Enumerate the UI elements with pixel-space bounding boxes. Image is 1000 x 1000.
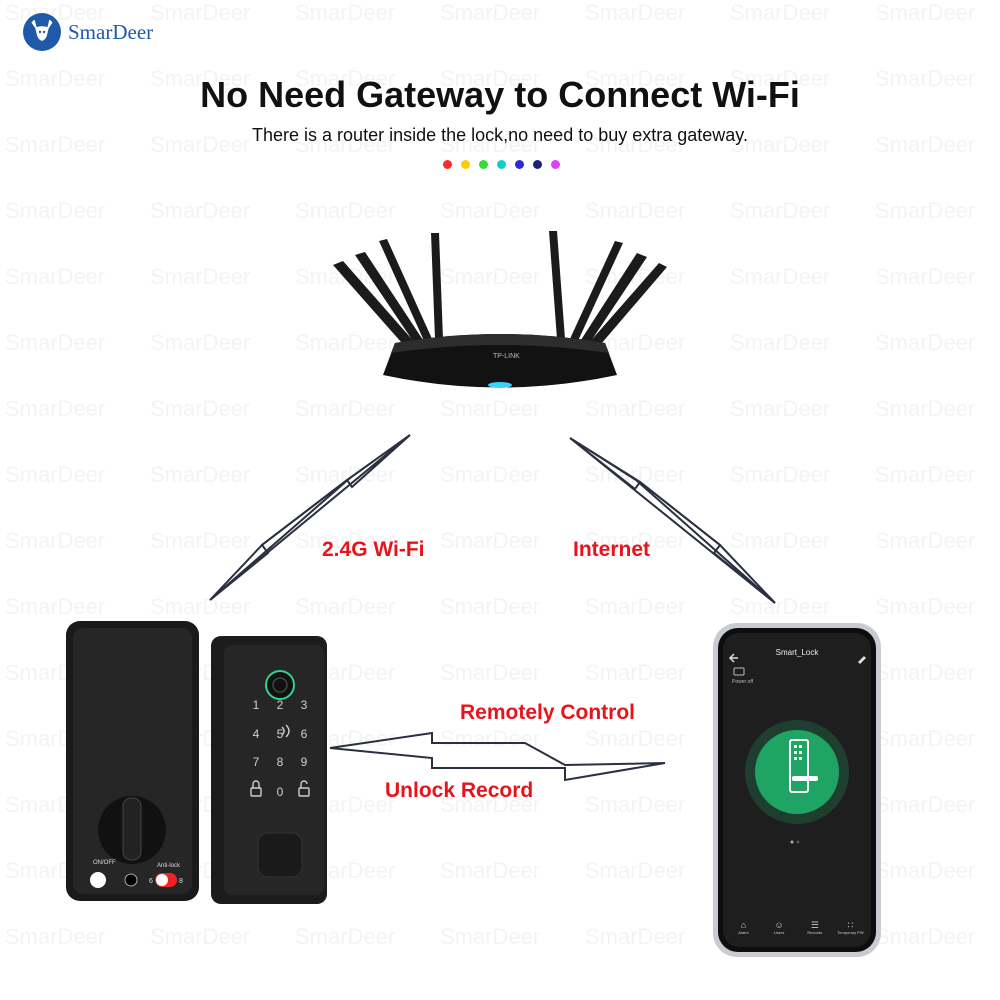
switch-right-label: 8 [179, 878, 183, 885]
bottom-nav-item[interactable]: ☰Records [797, 920, 832, 935]
smartphone: Smart_Lock Power off ⌂Alarm☺Users☰Record… [712, 622, 882, 958]
lock-keypad-unit: 1 2 3 4 5 6 7 8 9 0 [211, 636, 327, 904]
bottom-nav-label: Users [773, 930, 785, 935]
key-7: 7 [253, 755, 260, 769]
records-icon: ☰ [810, 920, 819, 930]
key-9: 9 [301, 755, 308, 769]
antilock-label: Anti-lock [157, 863, 181, 869]
unlock-record-label: Unlock Record [385, 779, 534, 802]
router-led-icon [488, 382, 512, 388]
bottom-nav: ⌂Alarm☺Users☰Records∷Temporary PW [726, 920, 868, 935]
color-dot [479, 160, 488, 169]
alarm-icon: ⌂ [740, 920, 747, 930]
bottom-nav-label: Records [807, 930, 823, 935]
key-6: 6 [301, 727, 308, 741]
internet-label: Internet [573, 538, 651, 561]
page-subtitle: There is a router inside the lock,no nee… [252, 125, 748, 145]
handle-icon [257, 832, 303, 878]
bottom-nav-item[interactable]: ∷Temporary PW [833, 920, 868, 935]
remote-control-arrow [329, 731, 666, 782]
color-dot [461, 160, 470, 169]
brand-logo: SmarDeer [22, 12, 153, 52]
key-4: 4 [253, 727, 260, 741]
onoff-label: ON/OFF [93, 860, 116, 866]
brand-name: SmarDeer [68, 19, 154, 44]
unlock-key-icon [298, 787, 310, 797]
edit-icon[interactable] [858, 656, 866, 664]
lock-status-circle[interactable] [755, 730, 839, 814]
fingerprint-sensor-icon [265, 670, 295, 700]
key-8: 8 [277, 755, 284, 769]
app-title: Smart_Lock [775, 648, 819, 657]
nfc-icon [281, 724, 290, 738]
users-icon: ☺ [774, 920, 784, 930]
lock-inside-unit: ON/OFF Anti-lock 6 8 [66, 621, 199, 901]
back-arrow-icon[interactable] [728, 653, 738, 663]
key-1: 1 [253, 698, 260, 712]
bottom-nav-item[interactable]: ⌂Alarm [726, 920, 761, 935]
bottom-nav-label: Temporary PW [837, 930, 864, 935]
key-5: 5 [277, 727, 284, 741]
power-status-icon [733, 667, 745, 676]
router-antennas [333, 231, 667, 351]
color-dot [497, 160, 506, 169]
key-3: 3 [301, 698, 308, 712]
router-brand: TP-LINK [493, 353, 520, 360]
power-status: Power off [732, 679, 754, 685]
deer-logo-icon [23, 13, 61, 51]
onoff-button [90, 872, 106, 888]
page-title: No Need Gateway to Connect Wi-Fi [200, 74, 800, 115]
color-dot [515, 160, 524, 169]
color-dot [551, 160, 560, 169]
wifi-label: 2.4G Wi-Fi [322, 538, 425, 561]
key-2: 2 [277, 698, 284, 712]
color-dot [533, 160, 542, 169]
color-dot [443, 160, 452, 169]
switch-left-label: 6 [149, 878, 153, 885]
bottom-nav-item[interactable]: ☺Users [762, 920, 797, 935]
bottom-nav-label: Alarm [738, 930, 749, 935]
remote-control-label: Remotely Control [460, 701, 636, 724]
lock-key-icon [250, 787, 262, 797]
router-image: TP-LINK [333, 231, 667, 388]
key-0: 0 [277, 785, 284, 799]
color-dots [443, 160, 560, 169]
door-lock-icon [789, 739, 809, 793]
temporary-pin-icon: ∷ [847, 920, 854, 930]
